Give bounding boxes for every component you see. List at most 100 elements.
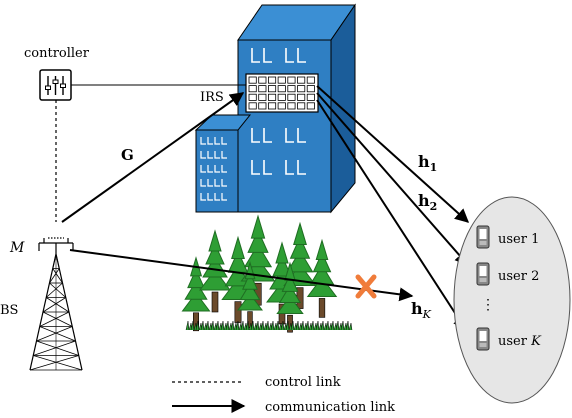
- irs-element: [248, 85, 257, 93]
- grass: [335, 320, 343, 331]
- irs-element: [258, 85, 267, 93]
- irs-element: [297, 76, 306, 84]
- irs-element: [248, 102, 257, 110]
- users-ellipse: [453, 196, 571, 404]
- tower-strut: [39, 326, 76, 342]
- tower-strut: [36, 326, 73, 342]
- tower-strut: [45, 282, 63, 298]
- grass: [325, 320, 333, 331]
- hk-link-arrow: [316, 99, 467, 332]
- blocked-x-icon: [355, 274, 377, 299]
- h2-label: h2: [418, 191, 437, 213]
- irs-element: [277, 76, 286, 84]
- tower-strut: [42, 297, 66, 313]
- hk-label: hK: [411, 299, 432, 321]
- tower-strut: [49, 268, 60, 284]
- tower-strut: [29, 355, 79, 371]
- grass: [245, 320, 253, 331]
- grass: [195, 320, 203, 331]
- irs-element: [306, 76, 315, 84]
- grass: [230, 320, 238, 331]
- grass: [295, 320, 303, 331]
- tower-strut: [52, 253, 57, 269]
- irs-element: [306, 102, 315, 110]
- tree: [276, 261, 304, 333]
- irs-element: [277, 93, 286, 101]
- tower-strut: [42, 311, 73, 327]
- tower-strut: [36, 340, 79, 356]
- irs-element: [287, 102, 296, 110]
- tree: [199, 229, 231, 313]
- tower-strut: [33, 355, 83, 371]
- g-label: G: [121, 146, 134, 164]
- grass: [240, 320, 248, 331]
- irs-element: [277, 85, 286, 93]
- irs-element: [258, 93, 267, 101]
- tower-strut: [46, 297, 70, 313]
- user2-label: user 2: [498, 269, 539, 284]
- tower-strut: [39, 311, 70, 327]
- grass: [285, 320, 293, 331]
- grass: [215, 320, 223, 331]
- grass: [275, 320, 283, 331]
- grass: [190, 320, 198, 331]
- grass: [225, 320, 233, 331]
- controller-label: controller: [24, 46, 90, 61]
- controller-icon: [39, 69, 72, 101]
- grass: [345, 320, 353, 331]
- irs-element: [287, 85, 296, 93]
- irs-element: [267, 102, 277, 110]
- irs-element: [287, 76, 296, 84]
- tower-strut: [55, 253, 60, 269]
- tower-strut: [52, 268, 63, 284]
- grass: [300, 320, 308, 331]
- h2-link-arrow: [316, 92, 469, 267]
- grass: [205, 320, 213, 331]
- grass: [305, 320, 313, 331]
- grass: [330, 320, 338, 331]
- m-label: M: [9, 240, 25, 256]
- bs-label: BS: [0, 303, 18, 318]
- legend-comm-label: communication link: [265, 400, 395, 415]
- grass: [200, 320, 208, 331]
- grass: [185, 320, 193, 331]
- grass: [310, 320, 318, 331]
- legend-control-label: control link: [265, 375, 341, 390]
- trees-icon: [181, 214, 353, 333]
- h1-link-arrow: [316, 85, 470, 223]
- grass: [235, 320, 243, 331]
- building-icon: [194, 3, 356, 214]
- grass: [260, 320, 268, 331]
- users-ellipsis: ⋮: [481, 297, 495, 313]
- irs-element: [297, 93, 306, 101]
- grass: [255, 320, 263, 331]
- irs-element: [258, 76, 267, 84]
- grass: [315, 320, 323, 331]
- grass: [270, 320, 278, 331]
- tower-strut: [33, 340, 76, 356]
- g-link-arrow: [61, 92, 245, 223]
- irs-element: [306, 85, 315, 93]
- irs-element: [297, 102, 306, 110]
- irs-element: [248, 93, 257, 101]
- irs-element: [306, 93, 315, 101]
- grass: [320, 320, 328, 331]
- irs-element: [267, 85, 277, 93]
- user1-label: user 1: [498, 232, 539, 247]
- phone-icon: [476, 262, 490, 286]
- grass: [220, 320, 228, 331]
- irs-panel-icon: [245, 73, 319, 113]
- irs-element: [258, 102, 267, 110]
- irs-element: [248, 76, 257, 84]
- irs-element: [277, 102, 286, 110]
- irs-label: IRS: [200, 90, 224, 105]
- legend: control link communication link: [172, 375, 395, 415]
- grass: [290, 320, 298, 331]
- grass: [280, 320, 288, 331]
- grass: [210, 320, 218, 331]
- bs-direct-link-arrow: [69, 249, 414, 302]
- grass: [340, 320, 348, 331]
- phone-icon: [476, 327, 490, 351]
